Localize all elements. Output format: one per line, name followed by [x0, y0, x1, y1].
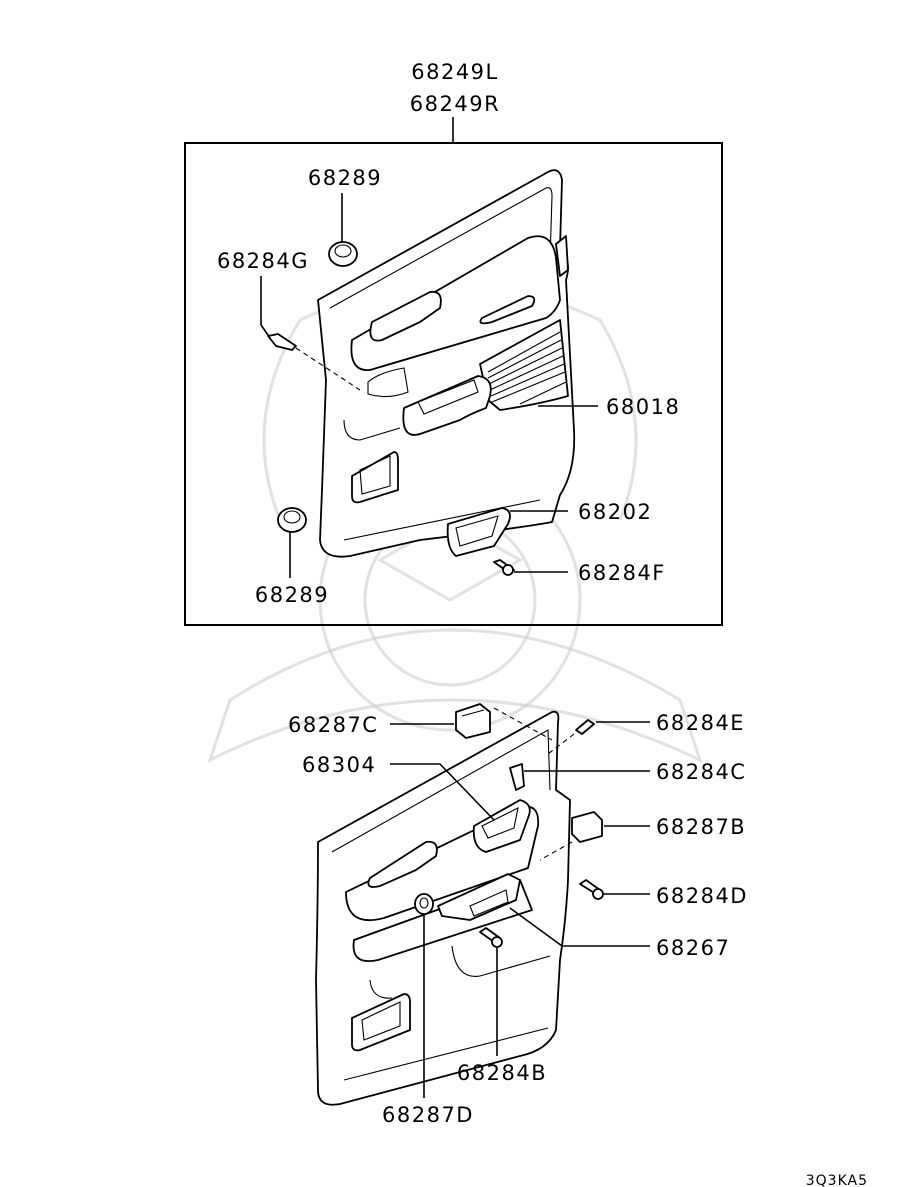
assembly-label-right: 68249R: [410, 92, 500, 116]
screw-68284F: [493, 559, 568, 576]
assembly-label-left: 68249L: [411, 60, 499, 84]
callout-68287B: 68287B: [656, 815, 746, 839]
callout-68267: 68267: [656, 936, 730, 960]
handle-68267: [437, 873, 650, 947]
callout-68284G: 68284G: [217, 249, 309, 273]
diagram-code: 3Q3KA5: [806, 1173, 868, 1187]
screw-68284D: [579, 879, 650, 900]
escutcheon-68304: [390, 763, 531, 853]
callout-68284C: 68284C: [656, 760, 746, 784]
clip-68287B: [539, 811, 650, 861]
callout-68018: 68018: [606, 395, 680, 419]
callout-68304: 68304: [302, 753, 376, 777]
cup-68202: [446, 507, 568, 557]
screw-68284G: [260, 276, 361, 391]
callout-68289-bottom: 68289: [255, 583, 329, 607]
callout-68284D: 68284D: [656, 884, 748, 908]
callout-68202: 68202: [578, 500, 652, 524]
clip-68287C: [390, 703, 553, 741]
callout-68287D: 68287D: [382, 1103, 474, 1127]
screw-68284B: [479, 927, 503, 1056]
callout-68284F: 68284F: [578, 561, 666, 585]
callout-68287C: 68287C: [288, 713, 378, 737]
screw-68284C: [509, 763, 650, 791]
screw-68284E: [547, 719, 650, 755]
clip-68287D: [414, 893, 434, 1098]
upper-door-trim-panel: [317, 169, 576, 558]
callout-68284B: 68284B: [457, 1061, 547, 1085]
clip-68289-top: [328, 193, 358, 267]
callout-68284E: 68284E: [656, 711, 745, 735]
callout-68289-top: 68289: [308, 166, 382, 190]
clip-68289-bottom: [277, 507, 307, 578]
